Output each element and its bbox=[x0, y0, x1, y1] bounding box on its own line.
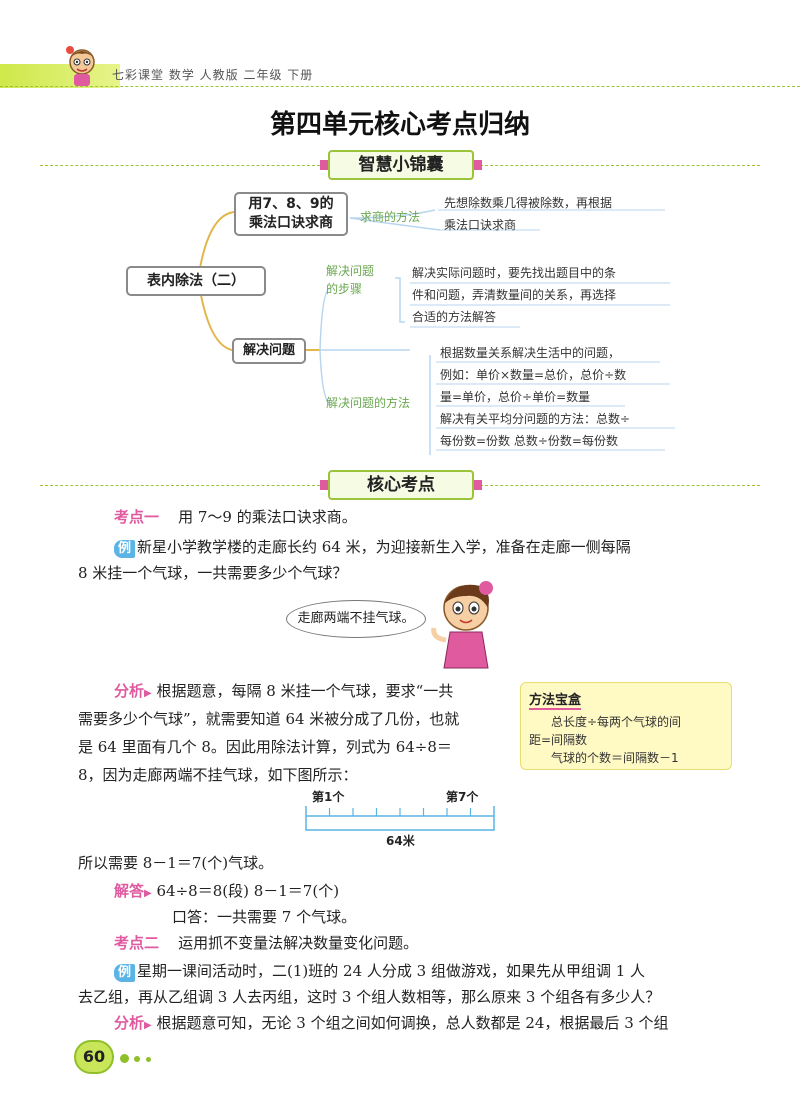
analysis-2-text1: 根据题意可知，无论 3 个组之间如何调换，总人数都是 24，根据最后 3 个组 bbox=[156, 1014, 669, 1032]
method-line3: 量=单价，总价÷单价=数量 bbox=[440, 390, 591, 404]
mindmap-root: 表内除法（二） bbox=[126, 266, 266, 296]
section-dash-right bbox=[470, 485, 760, 486]
analysis-1-line4: 8，因为走廊两端不挂气球，如下图所示： bbox=[78, 766, 358, 784]
page-dot-1 bbox=[120, 1054, 129, 1063]
analysis-2-tag: 分析 bbox=[114, 1014, 145, 1032]
answer-1-calc-line: 解答▶ 64÷8＝8(段) 8－1＝7(个) bbox=[114, 880, 339, 905]
analysis-1-line2: 需要多少个气球”，就需要知道 64 米被分成了几份，也就 bbox=[78, 710, 460, 728]
branch1-desc-line2: 乘法口诀求商 bbox=[444, 218, 517, 232]
analysis-2-arrow-icon: ▶ bbox=[144, 1020, 152, 1031]
answer-1-arrow-icon: ▶ bbox=[144, 888, 152, 899]
method-line2: 例如：单价×数量=总价，总价÷数 bbox=[440, 368, 627, 382]
example-1-tag: 例 bbox=[114, 540, 136, 558]
analysis-1-text1: 根据题意，每隔 8 米挂一个气球，要求“一共 bbox=[156, 682, 454, 700]
section-dash-left bbox=[40, 165, 330, 166]
branch2-method-label: 解决问题的方法 bbox=[326, 396, 411, 410]
method-box-title: 方法宝盒 bbox=[529, 689, 582, 710]
branch-multiplication-line2: 乘法口诀求商 bbox=[249, 215, 333, 231]
keypoint-1: 考点一 用 7～9 的乘法口诀求商。 bbox=[114, 506, 357, 528]
mindmap-branch-problem: 解决问题 bbox=[232, 338, 306, 364]
mascot-icon bbox=[66, 46, 95, 86]
page-title: 第四单元核心考点归纳 bbox=[269, 110, 530, 140]
section-core: 核心考点 bbox=[0, 470, 800, 500]
girl-illustration bbox=[431, 581, 493, 669]
section-wisdom-title: 智慧小锦囊 bbox=[320, 150, 482, 180]
keypoint-1-tag: 考点一 bbox=[114, 508, 160, 526]
example-2-line1: 例星期一课间活动时，二(1)班的 24 人分成 3 组做游戏，如果先从甲组调 1… bbox=[114, 960, 645, 982]
steps-label-line1: 解决问题 bbox=[326, 264, 375, 278]
section-dash-right bbox=[470, 165, 760, 166]
analysis-1-arrow-icon: ▶ bbox=[144, 688, 152, 699]
ruler-label-first: 第1个 bbox=[312, 790, 345, 804]
method-line5: 每份数=份数 总数÷份数=每份数 bbox=[440, 434, 618, 448]
steps-label-line2: 的步骤 bbox=[326, 282, 363, 296]
branch2-steps-label: 解决问题 的步骤 bbox=[326, 262, 374, 298]
keypoint-2-tag: 考点二 bbox=[114, 934, 160, 952]
after-ruler-text: 所以需要 8－1＝7(个)气球。 bbox=[78, 854, 274, 872]
mindmap-branch-multiplication: 用7、8、9的 乘法口诀求商 bbox=[234, 192, 348, 236]
analysis-1-line1: 分析▶ 根据题意，每隔 8 米挂一个气球，要求“一共 bbox=[114, 680, 453, 705]
method-box-line2: 距=间隔数 bbox=[529, 733, 588, 747]
branch1-desc-line1: 先想除数乘几得被除数，再根据 bbox=[444, 196, 613, 210]
ruler-label-seventh: 第7个 bbox=[446, 790, 479, 804]
keypoint-1-text: 用 7～9 的乘法口诀求商。 bbox=[178, 508, 357, 526]
steps-desc-line2: 件和问题，弄清数量间的关系，再选择 bbox=[412, 288, 617, 302]
method-line4: 解决有关平均分问题的方法：总数÷ bbox=[440, 412, 631, 426]
example-2-line2: 去乙组，再从乙组调 3 人去丙组，这时 3 个组人数相等，那么原来 3 个组各有… bbox=[78, 988, 661, 1006]
header-band bbox=[0, 64, 120, 88]
keypoint-2-text: 运用抓不变量法解决数量变化问题。 bbox=[178, 934, 419, 952]
example-1-line2: 8 米挂一个气球，一共需要多少个气球？ bbox=[78, 564, 348, 582]
analysis-2-line1: 分析▶ 根据题意可知，无论 3 个组之间如何调换，总人数都是 24，根据最后 3… bbox=[114, 1012, 669, 1037]
answer-1-calc: 64÷8＝8(段) 8－1＝7(个) bbox=[156, 882, 340, 900]
speech-bubble: 走廊两端不挂气球。 bbox=[286, 600, 426, 638]
example-1-text1: 新星小学教学楼的走廊长约 64 米，为迎接新生入学，准备在走廊一侧每隔 bbox=[137, 538, 631, 556]
steps-desc-line1: 解决实际问题时，要先找出题目中的条 bbox=[412, 266, 617, 280]
page-dot-2 bbox=[134, 1056, 140, 1062]
method-box-line1: 总长度÷每两个气球的间 bbox=[551, 715, 682, 729]
example-2-tag: 例 bbox=[114, 964, 136, 982]
analysis-1-line3: 是 64 里面有几个 8。因此用除法计算，列式为 64÷8＝ bbox=[78, 738, 452, 756]
example-2-text1: 星期一课间活动时，二(1)班的 24 人分成 3 组做游戏，如果先从甲组调 1 … bbox=[137, 962, 646, 980]
answer-1-tag: 解答 bbox=[114, 882, 145, 900]
header-text: 七彩课堂 数学 人教版 二年级 下册 bbox=[112, 68, 314, 82]
ruler-length-label: 64米 bbox=[386, 834, 415, 848]
method-line1: 根据数量关系解决生活中的问题， bbox=[440, 346, 621, 360]
section-wisdom: 智慧小锦囊 bbox=[0, 150, 800, 180]
section-dash-left bbox=[40, 485, 330, 486]
branch-multiplication-line1: 用7、8、9的 bbox=[248, 196, 334, 212]
section-core-title: 核心考点 bbox=[320, 470, 482, 500]
page-number: 60 bbox=[74, 1040, 114, 1074]
page-dot-3 bbox=[146, 1057, 151, 1062]
method-box-line3: 气球的个数＝间隔数－1 bbox=[551, 751, 679, 765]
method-box: 方法宝盒 总长度÷每两个气球的间 距=间隔数 气球的个数＝间隔数－1 bbox=[520, 682, 732, 770]
keypoint-2: 考点二 运用抓不变量法解决数量变化问题。 bbox=[114, 932, 418, 954]
answer-1-reply: 口答：一共需要 7 个气球。 bbox=[172, 908, 357, 926]
steps-desc-line3: 合适的方法解答 bbox=[412, 310, 497, 324]
branch1-method-label: 求商的方法 bbox=[360, 210, 421, 224]
header-divider bbox=[0, 86, 800, 87]
analysis-1-tag: 分析 bbox=[114, 682, 145, 700]
example-1-line1: 例新星小学教学楼的走廊长约 64 米，为迎接新生入学，准备在走廊一侧每隔 bbox=[114, 536, 631, 558]
